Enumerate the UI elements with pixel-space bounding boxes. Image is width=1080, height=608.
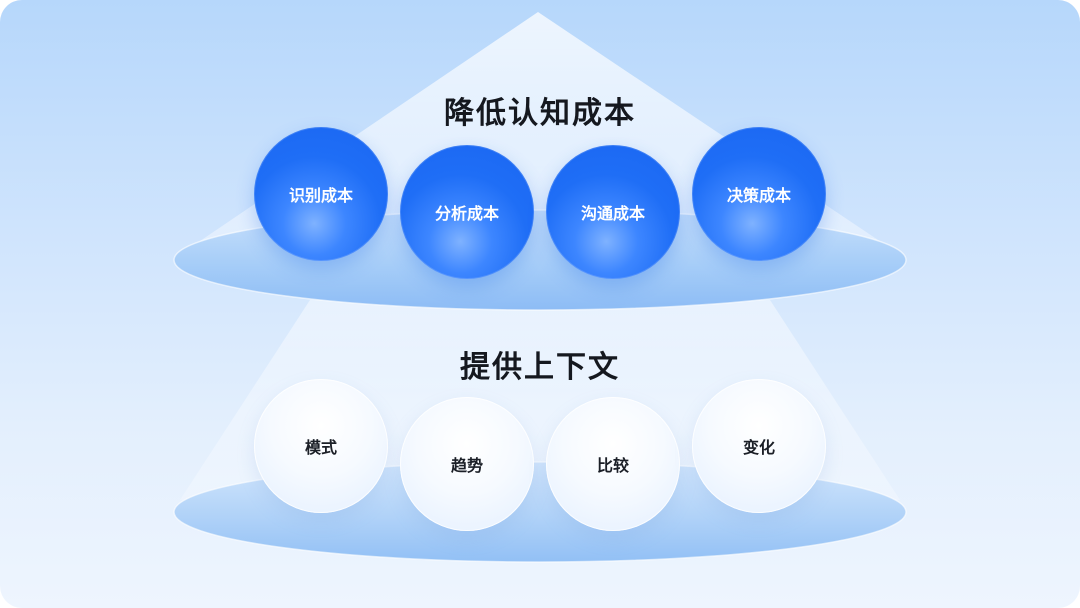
cost-item-identify: 识别成本	[254, 127, 388, 261]
context-item-change: 变化	[692, 379, 826, 513]
cost-item-communicate: 沟通成本	[546, 145, 680, 279]
cost-item-label: 沟通成本	[580, 204, 645, 223]
context-item-pattern: 模式	[254, 379, 388, 513]
context-item-compare: 比较	[546, 397, 680, 531]
cost-item-decide: 决策成本	[692, 127, 826, 261]
context-item-label: 变化	[742, 438, 775, 457]
cost-item-analyze: 分析成本	[400, 145, 534, 279]
context-item-label: 模式	[304, 438, 337, 457]
cost-item-label: 分析成本	[434, 204, 499, 223]
context-item-label: 趋势	[450, 456, 483, 475]
context-item-trend: 趋势	[400, 397, 534, 531]
bottom-group-title: 提供上下文	[460, 350, 620, 385]
cost-item-label: 识别成本	[288, 186, 353, 205]
context-item-label: 比较	[596, 456, 629, 475]
cost-item-label: 决策成本	[726, 186, 791, 205]
top-group-title: 降低认知成本	[444, 96, 636, 131]
